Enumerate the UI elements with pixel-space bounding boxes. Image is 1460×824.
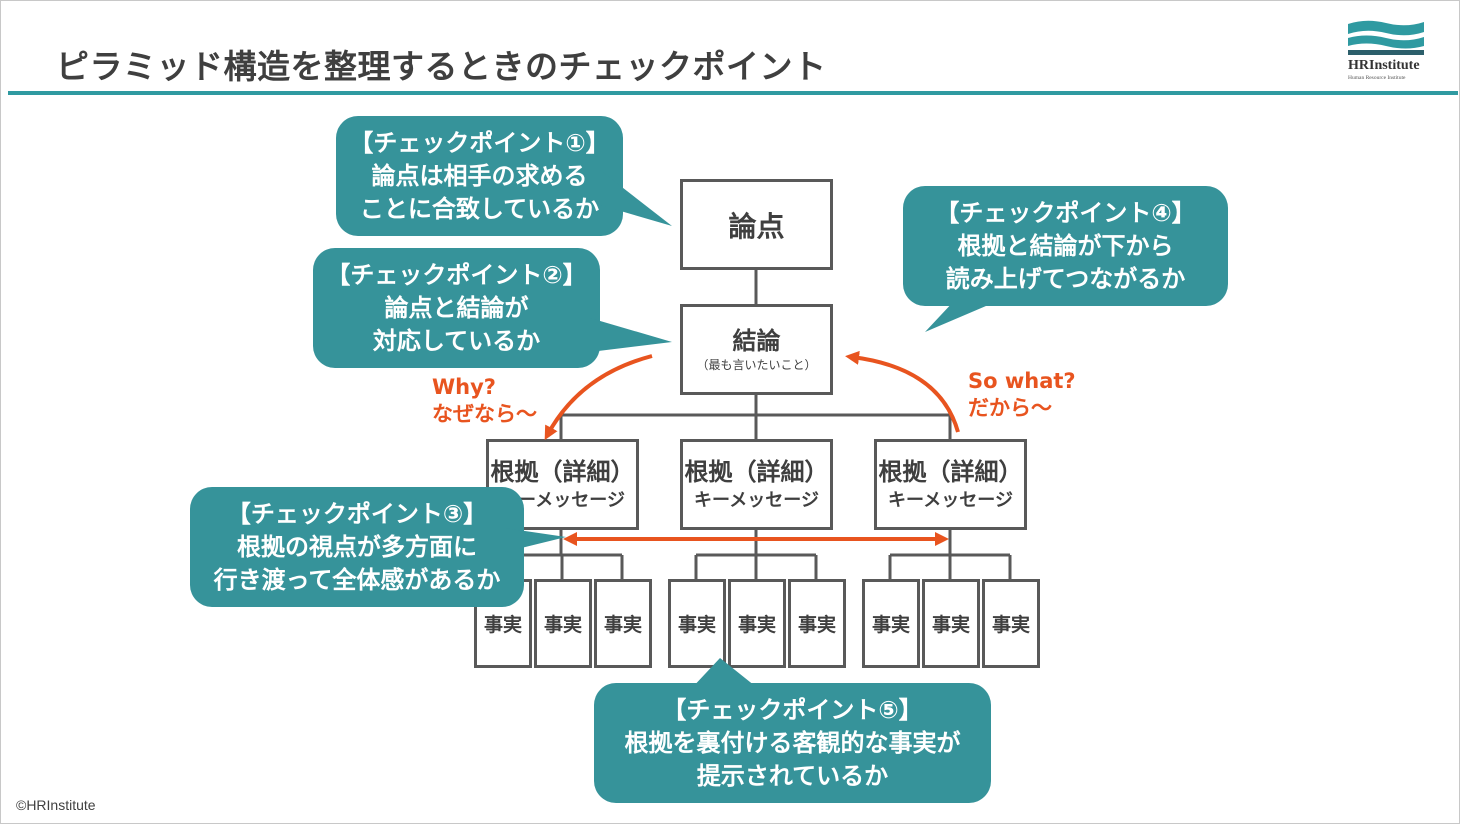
callout-heading: 【チェックポイント①】 (349, 128, 610, 157)
callout-line: 論点と結論が (384, 293, 529, 322)
callout-heading: 【チェックポイント⑤】 (662, 695, 923, 724)
so-what-line-2: だから～ (968, 396, 1052, 420)
callout-3-tail (505, 528, 566, 552)
so-what-line-1: So what? (968, 369, 1076, 393)
callout-checkpoint-5: 【チェックポイント⑤】 根拠を裏付ける客観的な事実が 提示されているか (594, 683, 991, 803)
callout-2-bubble (313, 248, 600, 368)
reason-box-1: 根拠（詳細） キーメッセージ (486, 439, 639, 530)
title-underline (8, 91, 1458, 95)
reason-label: 根拠（詳細） (490, 457, 635, 486)
callout-line: 根拠を裏付ける客観的な事実が (624, 728, 961, 757)
callout-line: 論点は相手の求める (371, 161, 588, 190)
fact-box: 事実 (728, 579, 786, 668)
conclusion-label: 結論 (732, 326, 781, 355)
callout-4-bubble (903, 186, 1228, 306)
callout-5-tail (690, 658, 760, 690)
callout-checkpoint-1: 【チェックポイント①】 論点は相手の求める ことに合致しているか (336, 116, 623, 236)
fact-box: 事実 (922, 579, 980, 668)
callout-heading: 【チェックポイント②】 (326, 260, 587, 289)
callout-line: 行き渡って全体感があるか (213, 565, 501, 594)
callout-heading: 【チェックポイント④】 (935, 198, 1196, 227)
so-what-arrow (845, 350, 960, 433)
callout-line: 読み上げてつながるか (945, 264, 1186, 293)
why-line-1: Why? (432, 375, 496, 399)
reason-box-3: 根拠（詳細） キーメッセージ (874, 439, 1027, 530)
fact-box: 事実 (594, 579, 652, 668)
hrinstitute-logo-icon (1348, 20, 1424, 55)
reason-sublabel: キーメッセージ (500, 489, 625, 511)
callout-line: 提示されているか (696, 761, 889, 790)
fact-box: 事実 (668, 579, 726, 668)
copyright: ©HRInstitute (16, 797, 96, 813)
reason-sublabel: キーメッセージ (888, 489, 1013, 511)
callout-3-bubble (190, 487, 524, 607)
reason-sublabel: キーメッセージ (694, 489, 819, 511)
issue-box: 論点 (680, 179, 833, 270)
reason-label: 根拠（詳細） (684, 457, 829, 486)
callout-2-tail (590, 318, 672, 352)
fact-box: 事実 (862, 579, 920, 668)
fact-box: 事実 (534, 579, 592, 668)
callout-1-bubble (336, 116, 623, 236)
callout-checkpoint-2: 【チェックポイント②】 論点と結論が 対応しているか (313, 248, 600, 368)
callout-4-tail (925, 300, 1000, 332)
reason-label: 根拠（詳細） (878, 457, 1023, 486)
why-line-2: なぜなら～ (432, 402, 537, 426)
callout-line: 根拠と結論が下から (957, 231, 1174, 260)
logo-subtitle: Human Resource Institute (1348, 75, 1406, 81)
fact-box: 事実 (788, 579, 846, 668)
so-what-label: So what? だから～ (968, 368, 1076, 422)
why-arrow (544, 354, 653, 441)
reason-box-2: 根拠（詳細） キーメッセージ (680, 439, 833, 530)
conclusion-sublabel: （最も言いたいこと） (696, 357, 817, 372)
callout-checkpoint-4: 【チェックポイント④】 根拠と結論が下から 読み上げてつながるか (903, 186, 1228, 306)
callout-heading: 【チェックポイント③】 (226, 499, 488, 528)
callout-line: 対応しているか (372, 326, 541, 355)
why-label: Why? なぜなら～ (432, 374, 537, 428)
logo-name: HRInstitute (1348, 58, 1420, 73)
callout-1-tail (600, 170, 672, 226)
conclusion-box: 結論 （最も言いたいこと） (680, 304, 833, 395)
callout-line: ことに合致しているか (359, 194, 600, 223)
callout-checkpoint-3: 【チェックポイント③】 根拠の視点が多方面に 行き渡って全体感があるか (190, 487, 524, 607)
callout-line: 根拠の視点が多方面に (237, 532, 477, 561)
fact-box: 事実 (982, 579, 1040, 668)
callout-5-bubble (594, 683, 991, 803)
slide-title: ピラミッド構造を整理するときのチェックポイント (56, 47, 827, 86)
